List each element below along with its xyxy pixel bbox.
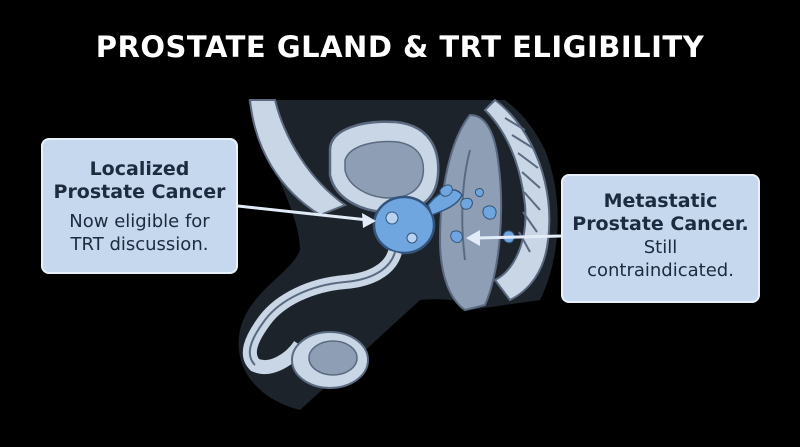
spine-vertebrae — [483, 98, 551, 302]
metastatic-body-line2: contraindicated. — [587, 260, 734, 281]
urethra-and-penis — [242, 249, 402, 374]
lesion — [482, 205, 497, 220]
seminal-vesicles — [427, 189, 463, 216]
lesion — [450, 230, 463, 243]
bladder — [328, 120, 440, 214]
lesion — [475, 188, 484, 197]
callout-arrows — [237, 204, 562, 246]
localized-cancer-callout: Localized Prostate Cancer Now eligible f… — [41, 138, 238, 274]
localized-body-line2: TRT discussion. — [70, 234, 209, 255]
pubic-bone — [248, 99, 348, 217]
metastatic-cancer-callout: Metastatic Prostate Cancer. Still contra… — [561, 174, 760, 303]
localized-heading-line1: Localized — [89, 158, 190, 180]
metastatic-heading-line2: Prostate Cancer. — [572, 213, 749, 235]
metastatic-lesions — [439, 184, 515, 244]
metastatic-body-line1: Still — [643, 237, 678, 258]
page-title: PROSTATE GLAND & TRT ELIGIBILITY — [95, 30, 705, 64]
localized-body-line1: Now eligible for — [69, 211, 210, 232]
lesion — [439, 184, 453, 197]
localized-heading-line2: Prostate Cancer — [53, 181, 226, 203]
prostate-gland — [372, 195, 436, 255]
lesion — [460, 197, 473, 210]
metastatic-heading-line1: Metastatic — [603, 190, 718, 212]
testis — [291, 331, 369, 389]
